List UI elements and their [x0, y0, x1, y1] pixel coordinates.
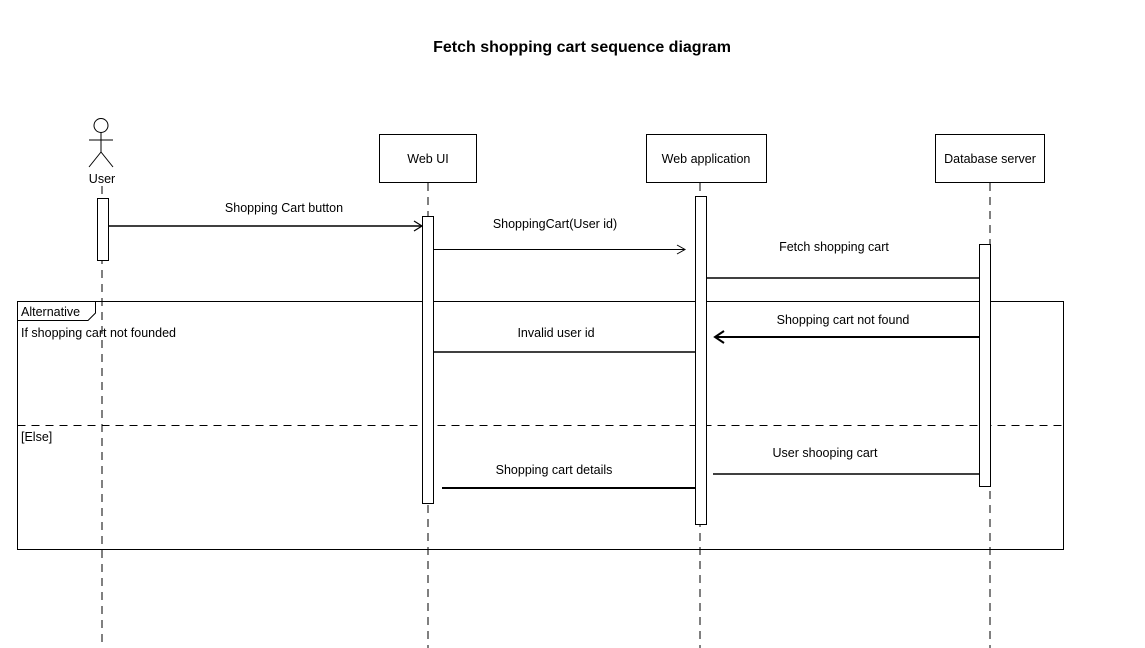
activations — [97, 196, 991, 525]
alt-operator-label: Alternative — [21, 305, 80, 319]
alt-fragment: Alternative If shopping cart not founded… — [17, 301, 1064, 550]
participant-web-ui-label: Web UI — [407, 152, 448, 166]
message-1-arrowhead — [413, 220, 424, 232]
message-6-label: User shooping cart — [773, 446, 878, 460]
message-3-label: Fetch shopping cart — [779, 240, 889, 254]
alt-guard-else: [Else] — [21, 430, 52, 444]
participant-web-app-label: Web application — [662, 152, 751, 166]
activation-db — [979, 244, 991, 487]
message-7-label: Shopping cart details — [496, 463, 613, 477]
message-2-arrowhead — [676, 244, 687, 255]
activation-user — [97, 198, 109, 261]
activation-web-app — [695, 196, 707, 525]
participant-db: Database server — [935, 134, 1045, 183]
participant-db-label: Database server — [944, 152, 1036, 166]
messages — [109, 220, 979, 489]
message-4-label: Shopping cart not found — [777, 313, 910, 327]
message-2-label: ShoppingCart(User id) — [493, 217, 617, 231]
alt-fragment-operator-tab — [17, 301, 96, 321]
alt-guard-if: If shopping cart not founded — [21, 326, 176, 340]
message-4-arrowhead — [713, 330, 725, 344]
activation-web-ui — [422, 216, 434, 504]
participant-web-ui: Web UI — [379, 134, 477, 183]
actor-user-head-icon — [93, 118, 109, 133]
participant-web-app: Web application — [646, 134, 767, 183]
actor-user — [88, 118, 114, 168]
message-5-label: Invalid user id — [517, 326, 594, 340]
actor-user-label: User — [89, 172, 115, 186]
message-1-label: Shopping Cart button — [225, 201, 343, 215]
diagram-title: Fetch shopping cart sequence diagram — [433, 39, 731, 56]
